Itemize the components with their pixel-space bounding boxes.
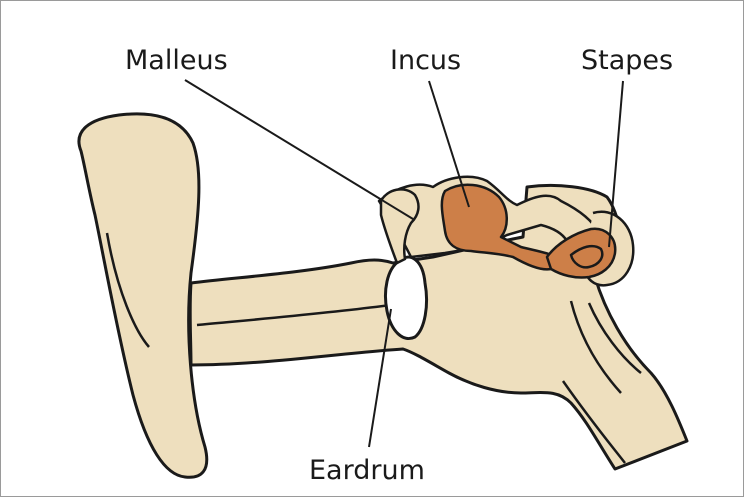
incus-label: Incus	[390, 45, 461, 76]
outer-ear-pinna	[79, 114, 207, 477]
eardrum-membrane	[386, 257, 427, 338]
stapes-label: Stapes	[581, 45, 673, 76]
malleus-label: Malleus	[125, 45, 228, 76]
eardrum-label: Eardrum	[309, 455, 425, 486]
malleus-leader-line	[185, 80, 413, 219]
